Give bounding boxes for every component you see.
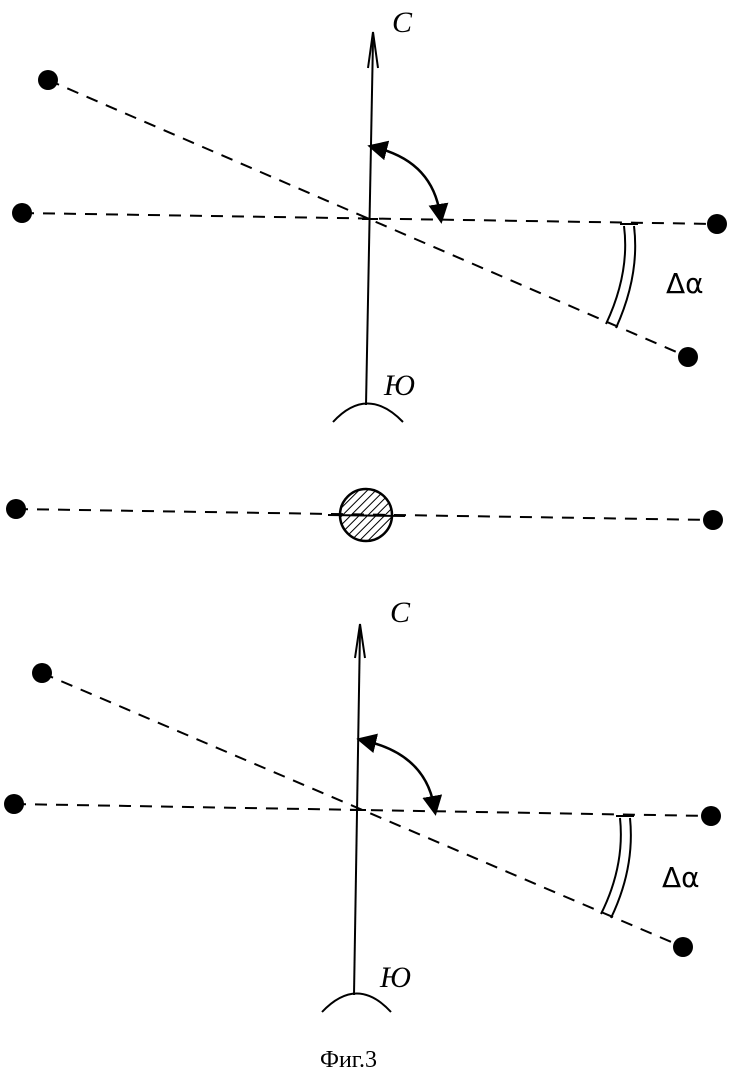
star-dot: [32, 663, 52, 683]
south-label: Ю: [383, 369, 415, 402]
north-arrowhead: [367, 31, 379, 69]
delta-alpha-arc-inner: [605, 225, 627, 325]
delta-alpha-label: Δα: [662, 861, 700, 894]
star-dot: [6, 499, 26, 519]
middle-diagram: [6, 487, 723, 543]
star-dot: [707, 214, 727, 234]
angle-arrow: [367, 140, 449, 224]
middle-dashed-line: [15, 508, 714, 521]
delta-alpha-arc-outer: [610, 817, 632, 919]
diagonal-dashed-line: [41, 672, 684, 948]
star-dot: [673, 937, 693, 957]
figure-caption: Фиг.3: [320, 1047, 377, 1073]
star-dot: [12, 203, 32, 223]
south-arc: [332, 402, 404, 423]
star-dot: [678, 347, 698, 367]
horizontal-dashed-line: [13, 803, 712, 817]
star-dot: [38, 70, 58, 90]
star-dot: [4, 794, 24, 814]
south-label: Ю: [379, 961, 411, 994]
north-axis: [365, 39, 374, 406]
star-dot: [701, 806, 721, 826]
star-dot: [703, 510, 723, 530]
diagonal-dashed-line: [47, 79, 689, 358]
delta-alpha-label: Δα: [666, 267, 704, 300]
bottom-diagram: С Ю Δα: [4, 596, 721, 1013]
north-label: С: [390, 596, 411, 629]
south-arc: [321, 992, 392, 1013]
north-axis: [353, 629, 361, 996]
delta-alpha-arc-inner: [600, 817, 622, 915]
angle-arrow: [356, 733, 443, 816]
north-label: С: [392, 6, 413, 39]
north-arrowhead: [354, 623, 366, 659]
top-diagram: С Ю Δα: [12, 6, 727, 423]
hatched-object: [338, 487, 394, 543]
delta-alpha-arc-outer: [615, 225, 637, 329]
